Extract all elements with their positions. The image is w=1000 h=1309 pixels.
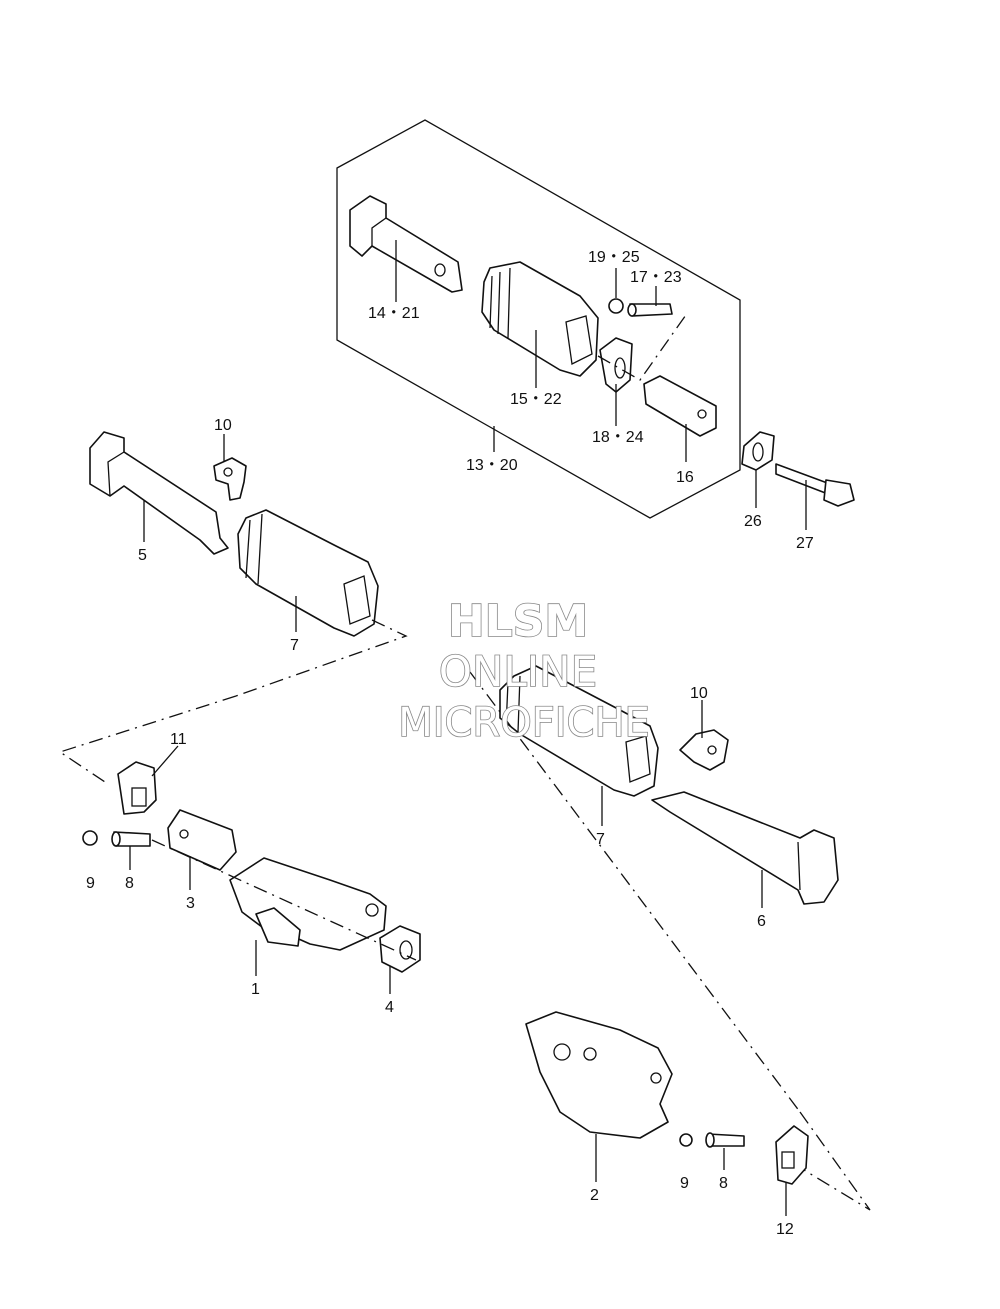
holder-16 bbox=[643, 375, 717, 437]
callout-5: 5 bbox=[138, 547, 147, 564]
callout-14-21: 14・21 bbox=[368, 305, 420, 322]
pin-8-left bbox=[111, 831, 151, 847]
callout-4: 4 bbox=[385, 999, 394, 1016]
axis-line-right-pin bbox=[799, 1111, 871, 1211]
callout-19-25: 19・25 bbox=[588, 249, 640, 266]
footrest-bracket-14-21 bbox=[349, 195, 463, 293]
callout-2: 2 bbox=[590, 1187, 599, 1204]
spring-plate-12 bbox=[775, 1125, 809, 1185]
callout-8-right: 8 bbox=[719, 1175, 728, 1192]
footrest-rubber-7-left bbox=[237, 509, 379, 637]
nut-9-right bbox=[679, 1133, 693, 1147]
leader-lines bbox=[129, 240, 807, 1216]
callout-8-left: 8 bbox=[125, 875, 134, 892]
washer-26 bbox=[741, 431, 775, 471]
pin-17-23 bbox=[627, 303, 673, 317]
footrest-bracket-6 bbox=[651, 791, 839, 905]
callout-26: 26 bbox=[744, 513, 762, 530]
axis-line-right-main bbox=[469, 671, 801, 1113]
collar-4 bbox=[379, 925, 421, 973]
bolt-27 bbox=[775, 463, 855, 507]
kit-inset-outline bbox=[336, 119, 741, 519]
watermark-line-2: ONLINE bbox=[439, 647, 597, 696]
callout-10-left: 10 bbox=[214, 417, 232, 434]
pin-8-right bbox=[705, 1132, 745, 1148]
bolt-clip-10-left bbox=[213, 457, 247, 501]
callout-11: 11 bbox=[170, 731, 187, 748]
callout-15-22: 15・22 bbox=[510, 391, 562, 408]
bolt-clip-10-right bbox=[679, 729, 729, 771]
watermark-line-1: HLSM bbox=[448, 596, 588, 647]
callout-12: 12 bbox=[776, 1221, 794, 1238]
axis-line-left-upper bbox=[235, 619, 408, 697]
callout-6: 6 bbox=[757, 913, 766, 930]
footrest-bracket-2 bbox=[525, 1011, 673, 1139]
footrest-rubber-15-22 bbox=[481, 261, 599, 377]
nut-9-left bbox=[82, 830, 98, 846]
axis-line-left-pin bbox=[151, 839, 417, 961]
spring-plate-18-24 bbox=[599, 337, 633, 393]
callout-7-left: 7 bbox=[290, 637, 299, 654]
footrest-bracket-1 bbox=[229, 857, 387, 951]
callout-9-left: 9 bbox=[86, 875, 95, 892]
footrest-bracket-5 bbox=[89, 431, 229, 555]
callout-3: 3 bbox=[186, 895, 195, 912]
holder-3 bbox=[167, 809, 237, 871]
callout-9-right: 9 bbox=[680, 1175, 689, 1192]
callout-10-right: 10 bbox=[690, 685, 708, 702]
callout-27: 27 bbox=[796, 535, 814, 552]
callout-18-24: 18・24 bbox=[592, 429, 644, 446]
axis-line-left-lower bbox=[58, 695, 237, 785]
axis-line-inset bbox=[597, 311, 689, 381]
nut-19-25 bbox=[608, 298, 624, 314]
watermark-line-3: MICROFICHE bbox=[398, 700, 650, 746]
callout-1: 1 bbox=[251, 981, 260, 998]
footrest-rubber-7-right bbox=[499, 665, 659, 797]
callout-17-23: 17・23 bbox=[630, 269, 682, 286]
callout-13-20: 13・20 bbox=[466, 457, 518, 474]
callout-16: 16 bbox=[676, 469, 694, 486]
spring-plate-11 bbox=[117, 761, 157, 815]
callout-7-right: 7 bbox=[596, 831, 605, 848]
